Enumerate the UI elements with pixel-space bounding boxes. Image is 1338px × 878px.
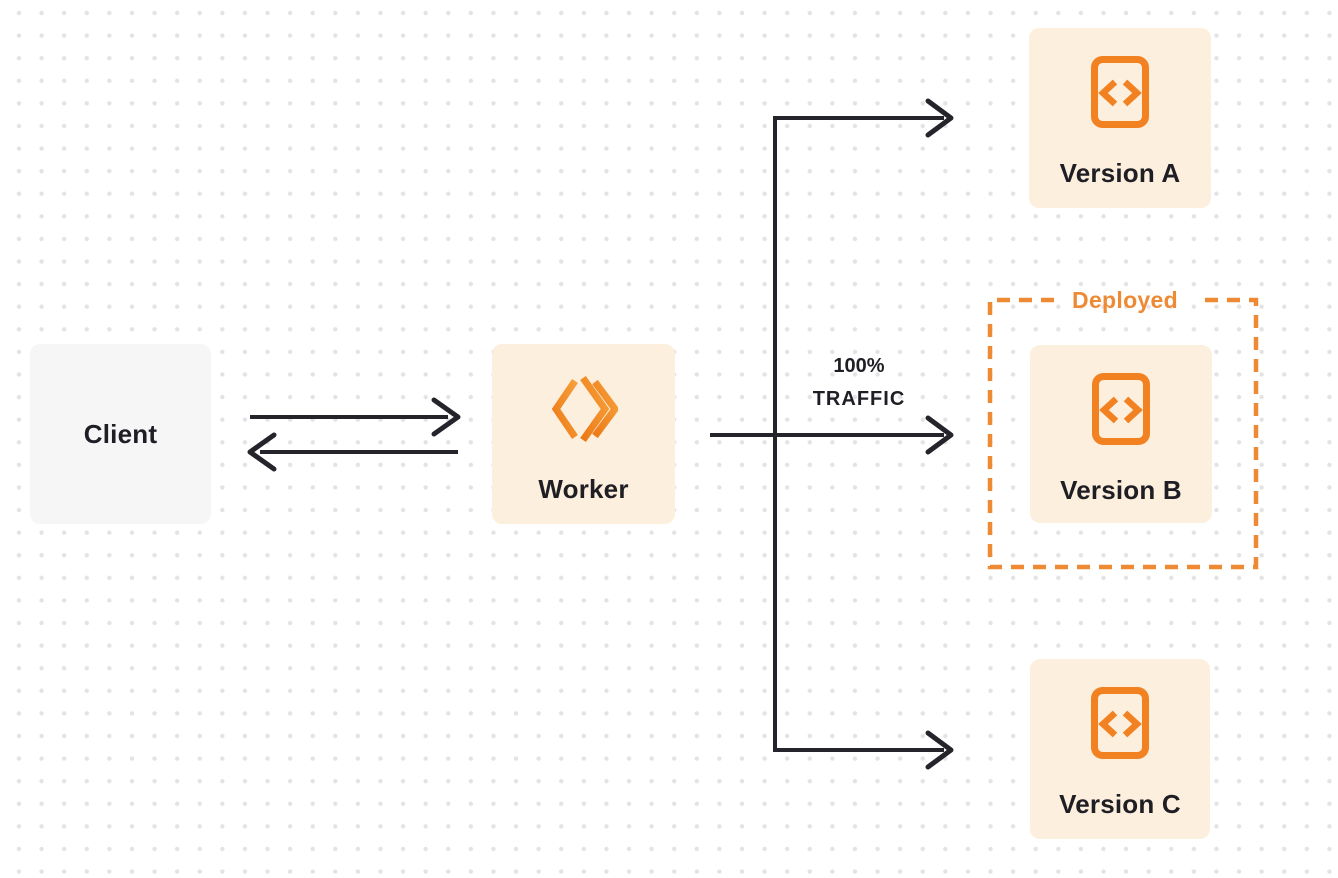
arrow-to-version-a	[925, 98, 954, 138]
version-b-node-label: Version B	[1060, 475, 1182, 505]
client-node: Client	[30, 344, 211, 524]
version-c-node-label: Version C	[1059, 789, 1181, 819]
arrow-worker-to-client	[247, 432, 458, 472]
version-c-node: Version C	[1030, 659, 1210, 839]
deployed-group-border	[987, 297, 1259, 570]
arrow-to-version-c	[925, 730, 954, 770]
cloudflare-workers-logo-icon	[551, 375, 619, 447]
client-node-label: Client	[83, 419, 158, 449]
deployed-group-label: Deployed	[1072, 287, 1178, 313]
traffic-percent: 100%	[833, 355, 885, 377]
version-a-node-label: Version A	[1059, 158, 1181, 188]
code-file-icon	[1092, 373, 1150, 450]
traffic-label: 100% TRAFFIC	[773, 350, 945, 416]
version-b-node: Version B	[1030, 345, 1212, 523]
version-a-node: Version A	[1029, 28, 1211, 208]
worker-node-label: Worker	[538, 474, 629, 504]
code-file-icon	[1091, 56, 1149, 133]
arrow-worker-to-version-b	[710, 415, 954, 455]
traffic-word: TRAFFIC	[812, 388, 906, 410]
arrow-client-to-worker	[250, 397, 461, 437]
worker-node: Worker	[492, 344, 675, 524]
code-file-icon	[1091, 687, 1149, 764]
